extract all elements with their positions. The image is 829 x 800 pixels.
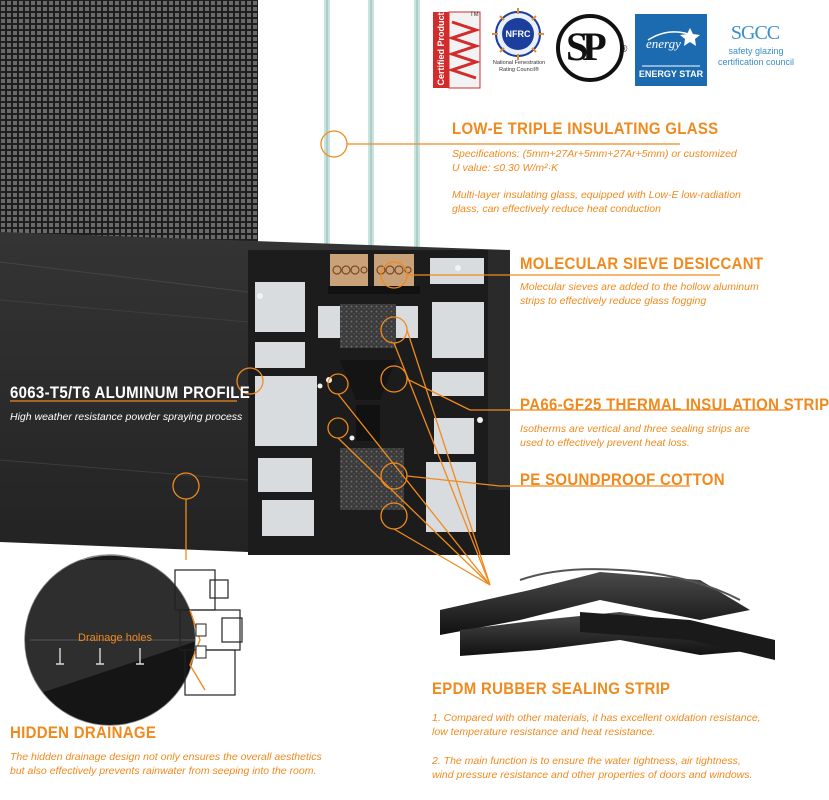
sgcc-caption: safety glazing certification council bbox=[717, 46, 795, 67]
csa-registered-mark: ® bbox=[620, 44, 628, 55]
energy-star-word: energy bbox=[646, 36, 681, 51]
glass-specs: Specifications: (5mm+27Ar+5mm+27Ar+5mm) … bbox=[452, 148, 737, 174]
strip-title: PA66-GF25 THERMAL INSULATION STRIP bbox=[520, 396, 829, 415]
strip-desc: Isotherms are vertical and three sealing… bbox=[520, 423, 750, 449]
glass-desc: Multi-layer insulating glass, equipped w… bbox=[452, 189, 741, 215]
screen-mesh bbox=[0, 0, 258, 280]
drainage-desc: The hidden drainage design not only ensu… bbox=[10, 751, 322, 777]
sieve-title: MOLECULAR SIEVE DESICCANT bbox=[520, 255, 764, 274]
cotton-title: PE SOUNDPROOF COTTON bbox=[520, 471, 725, 490]
drainage-holes-label: Drainage holes bbox=[78, 632, 152, 644]
nfrc-badge: NFRC bbox=[505, 29, 531, 39]
soundproof-cotton bbox=[340, 448, 404, 510]
callouts bbox=[10, 130, 790, 586]
window-section-diagram bbox=[0, 0, 790, 726]
epdm-point-2: 2. The main function is to ensure the wa… bbox=[432, 755, 753, 781]
csa-logo: SP bbox=[566, 24, 607, 69]
profile-desc: High weather resistance powder spraying … bbox=[10, 411, 243, 423]
tm-mark: TM bbox=[470, 12, 479, 18]
thermal-strip bbox=[340, 304, 396, 441]
profile-title: 6063-T5/T6 ALUMINUM PROFILE bbox=[10, 384, 251, 403]
spacer-desiccant bbox=[328, 254, 420, 294]
epdm-strips bbox=[440, 568, 775, 660]
epdm-title: EPDM RUBBER SEALING STRIP bbox=[432, 680, 671, 699]
certification-logos bbox=[433, 8, 707, 89]
sieve-desc: Molecular sieves are added to the hollow… bbox=[520, 281, 759, 307]
energy-star-label: ENERGY STAR bbox=[638, 69, 704, 79]
epdm-point-1: 1. Compared with other materials, it has… bbox=[432, 712, 761, 738]
triple-glass bbox=[324, 0, 420, 250]
nfrc-caption: National Fenestration Rating Council® bbox=[492, 60, 546, 73]
glass-title: LOW-E TRIPLE INSULATING GLASS bbox=[452, 120, 719, 139]
certified-product-badge: Certified Product bbox=[436, 12, 446, 86]
drainage-inset bbox=[24, 554, 243, 726]
profile-chambers bbox=[255, 258, 484, 536]
drainage-title: HIDDEN DRAINAGE bbox=[10, 724, 157, 743]
sgcc-logo: SGCC bbox=[730, 22, 780, 44]
